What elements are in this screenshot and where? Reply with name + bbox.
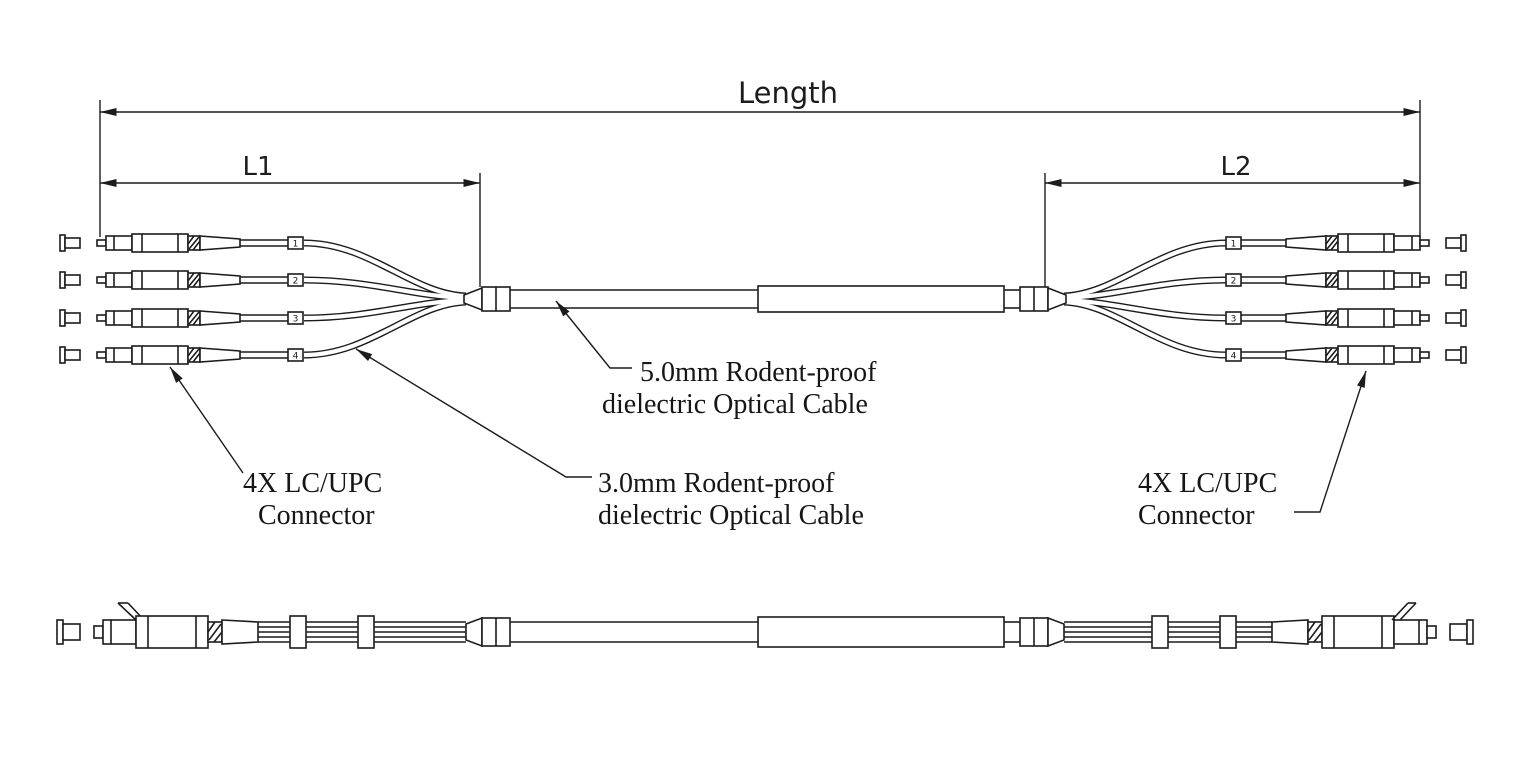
fan-tube-number: 1 [1231, 240, 1237, 250]
fan-tube-tag [1225, 348, 1242, 362]
bundle-clamp [289, 615, 307, 649]
callout-breakout-cable: 3.0mm Rodent-proof dielectric Optical Ca… [355, 348, 864, 531]
callouts: 5.0mm Rodent-proof dielectric Optical Ca… [169, 300, 1367, 531]
lc-connector-side [93, 602, 259, 649]
left-breakout-flare [463, 286, 483, 312]
top-view: 1 2 3 4 1 2 3 4 [59, 233, 1467, 365]
bottom-view [56, 602, 1474, 649]
callout-text: Connector [258, 500, 375, 531]
fan-tube-tag [1225, 273, 1242, 287]
fan-tube-tag [287, 236, 304, 250]
fan-tube-number: 1 [293, 240, 299, 250]
fan-tube-number: 4 [293, 352, 299, 362]
l2-dimension-label: L2 [1220, 152, 1251, 182]
left-connector-bank: 1 2 3 4 [59, 233, 304, 365]
fan-tube-tag [287, 348, 304, 362]
lc-connector [59, 308, 289, 328]
right-connector-bank: 1 2 3 4 [1225, 233, 1467, 365]
bundle-clamp [1151, 615, 1169, 649]
callout-text: dielectric Optical Cable [598, 500, 864, 531]
leader-line [555, 300, 632, 369]
fan-tube-number: 3 [293, 315, 299, 325]
right-breakout-flare [1047, 286, 1067, 312]
callout-text: 5.0mm Rodent-proof [640, 357, 877, 388]
lc-connector-side [1271, 602, 1437, 649]
dimension-l1: L1 [100, 152, 481, 287]
callout-trunk-cable: 5.0mm Rodent-proof dielectric Optical Ca… [555, 300, 877, 420]
lc-connector [59, 233, 289, 253]
lc-connector [1240, 270, 1467, 290]
bundle-clamp [1219, 615, 1237, 649]
length-dimension-label: Length [738, 76, 838, 110]
leader-line [169, 366, 244, 474]
fan-tube-tag [287, 273, 304, 287]
fan-tube-number: 2 [1231, 277, 1237, 287]
leader-line [1294, 370, 1367, 513]
l1-dimension-label: L1 [242, 152, 273, 182]
fan-tube-number: 4 [1231, 352, 1237, 362]
trunk-cable [463, 285, 1067, 313]
fan-tube-tag [287, 311, 304, 325]
left-fanout-tubes [303, 239, 467, 359]
leader-line [355, 348, 592, 478]
dust-cap [56, 619, 81, 645]
fan-tube-number: 2 [293, 277, 299, 287]
lc-connector [59, 270, 289, 290]
right-fanout-tubes [1063, 239, 1227, 359]
fan-tube-tag [1225, 236, 1242, 250]
dust-cap [1449, 619, 1474, 645]
trunk-cable-side [465, 616, 1065, 648]
callout-right-connectors: 4X LC/UPC Connector [1138, 370, 1367, 531]
callout-text: 4X LC/UPC [1138, 468, 1277, 499]
callout-text: dielectric Optical Cable [602, 389, 868, 420]
fan-tube-tag [1225, 311, 1242, 325]
dimension-length: Length [99, 76, 1421, 237]
trunk-cable-thick-section [757, 285, 1005, 313]
callout-text: 4X LC/UPC [243, 468, 382, 499]
callout-text: Connector [1138, 500, 1255, 531]
lc-connector [1240, 308, 1467, 328]
lc-connector [1240, 233, 1467, 253]
callout-left-connectors: 4X LC/UPC Connector [169, 366, 382, 531]
fan-tube-number: 3 [1231, 315, 1237, 325]
latch [1391, 602, 1417, 621]
dimension-l2: L2 [1044, 152, 1420, 287]
bundle-clamp [357, 615, 375, 649]
callout-text: 3.0mm Rodent-proof [598, 468, 835, 499]
lc-connector [1240, 345, 1467, 365]
lc-connector [59, 345, 289, 365]
